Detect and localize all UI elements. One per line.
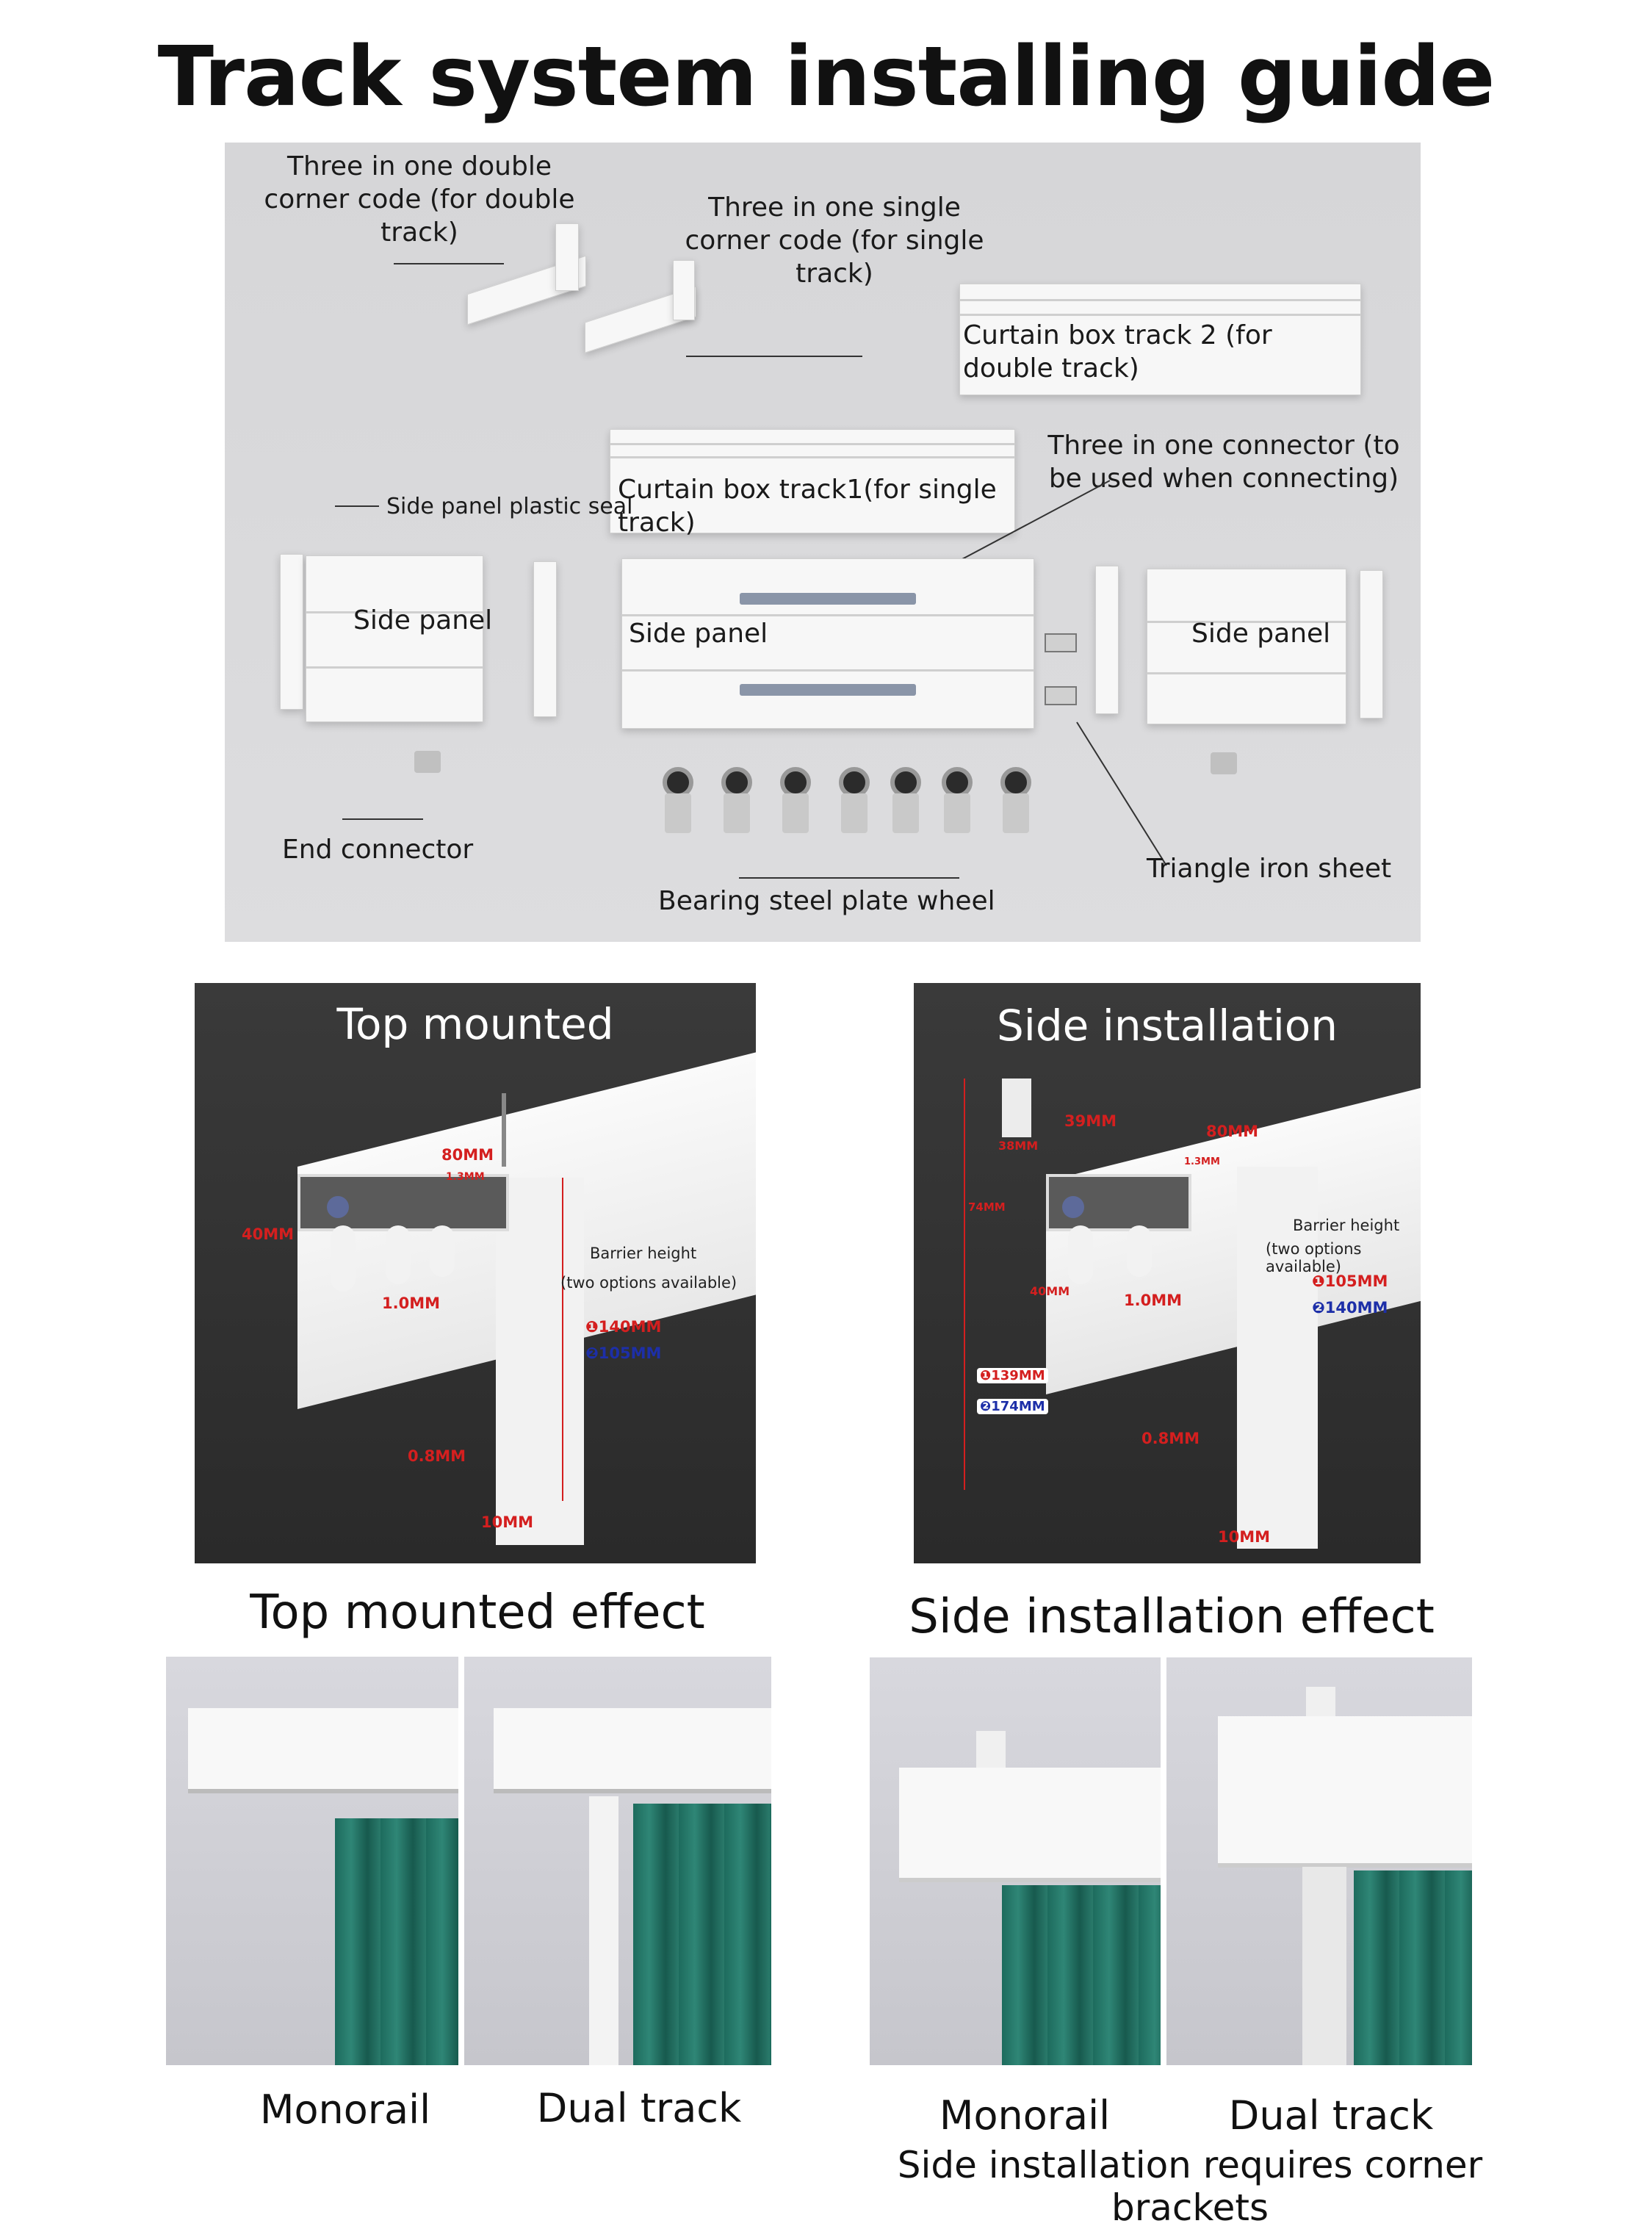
barrier-height-label: Barrier height bbox=[1293, 1217, 1400, 1234]
label-side-panel-middle: Side panel bbox=[629, 619, 768, 649]
top-effect-title: Top mounted effect bbox=[250, 1585, 705, 1640]
label-connector: Three in one connector (to be used when … bbox=[1047, 431, 1400, 494]
caption-top-dual: Dual track bbox=[536, 2085, 742, 2131]
label-end-connector: End connector bbox=[282, 835, 474, 865]
curtain-box-track-1 bbox=[610, 429, 1015, 533]
option-2: ❷140MM bbox=[1312, 1299, 1388, 1317]
side-installation-diagram: Side installation 39MM 80MM 38MM 1.3MM 7… bbox=[914, 983, 1421, 1563]
dim-10mm: 10MM bbox=[481, 1513, 534, 1531]
caption-top-monorail: Monorail bbox=[259, 2086, 431, 2133]
plastic-seal-left bbox=[280, 554, 303, 710]
parts-diagram: Three in one double corner code (for dou… bbox=[225, 143, 1421, 942]
end-connector-icon bbox=[414, 751, 441, 773]
dim-1-3mm: 1.3MM bbox=[1184, 1156, 1220, 1167]
dim-38mm: 38MM bbox=[998, 1139, 1039, 1153]
plastic-seal-mid bbox=[533, 561, 557, 717]
screw-icon bbox=[502, 1093, 506, 1167]
label-side-panel-right: Side panel bbox=[1191, 619, 1331, 649]
corner-bracket-icon bbox=[1002, 1079, 1031, 1137]
label-triangle: Triangle iron sheet bbox=[1147, 854, 1392, 884]
hook-icon bbox=[331, 1225, 356, 1292]
dim-0-8mm: 0.8MM bbox=[408, 1447, 466, 1465]
leader-line bbox=[1076, 721, 1167, 866]
left-dim-line bbox=[964, 1079, 965, 1490]
hook-icon bbox=[1068, 1225, 1093, 1284]
dim-1-3mm: 1.3MM bbox=[446, 1171, 485, 1183]
dim-39mm: 39MM bbox=[1064, 1112, 1117, 1130]
dim-1-0mm: 1.0MM bbox=[382, 1294, 440, 1312]
side-installation-title: Side installation bbox=[996, 1001, 1338, 1051]
track-side-wall bbox=[1237, 1167, 1318, 1549]
wheel-row bbox=[663, 767, 1074, 848]
barrier-options-label: (two options available) bbox=[1266, 1240, 1362, 1275]
leader-line bbox=[342, 818, 423, 820]
hook-icon bbox=[1127, 1225, 1152, 1277]
plastic-seal-far-right bbox=[1360, 570, 1383, 719]
double-corner-bracket bbox=[467, 223, 592, 325]
barrier-options-label: (two options available) bbox=[560, 1274, 737, 1292]
dim-0-8mm: 0.8MM bbox=[1141, 1430, 1200, 1447]
option-2: ❷105MM bbox=[585, 1344, 662, 1362]
dim-1-0mm: 1.0MM bbox=[1124, 1292, 1182, 1309]
label-side-panel-left: Side panel bbox=[353, 605, 493, 635]
triangle-sheet-icon bbox=[1045, 633, 1077, 652]
leader-line bbox=[739, 877, 959, 879]
side-panel-left bbox=[306, 555, 483, 722]
photo-top-monorail bbox=[166, 1657, 458, 2065]
label-wheel: Bearing steel plate wheel bbox=[658, 886, 995, 916]
label-single-corner: Three in one single corner code (for sin… bbox=[685, 192, 984, 289]
photo-side-monorail bbox=[870, 1657, 1161, 2065]
dim-74mm: 74MM bbox=[968, 1200, 1006, 1214]
caption-side-dual: Dual track bbox=[1228, 2092, 1434, 2139]
plastic-seal-right bbox=[1095, 566, 1119, 714]
photo-top-dual bbox=[464, 1657, 771, 2065]
track-side-wall bbox=[496, 1178, 584, 1545]
side-effect-title: Side installation effect bbox=[909, 1590, 1435, 1644]
dim-40mm: 40MM bbox=[1030, 1284, 1070, 1298]
side-panel-middle bbox=[621, 558, 1034, 729]
curtain-box-track-2 bbox=[959, 284, 1361, 395]
option-1: ❶140MM bbox=[585, 1318, 662, 1336]
top-mounted-title: Top mounted bbox=[336, 999, 614, 1049]
end-connector-icon bbox=[1211, 752, 1237, 774]
side-installation-note: Side installation requires corner bracke… bbox=[897, 2144, 1483, 2229]
triangle-sheet-icon bbox=[1045, 686, 1077, 705]
dim-80mm: 80MM bbox=[441, 1146, 494, 1164]
photo-side-dual bbox=[1166, 1657, 1472, 2065]
barrier-height-label: Barrier height bbox=[590, 1245, 697, 1262]
dim-40mm: 40MM bbox=[242, 1225, 295, 1243]
dim-80mm: 80MM bbox=[1206, 1123, 1259, 1140]
wheel-icon bbox=[1062, 1196, 1084, 1218]
leader-line bbox=[335, 505, 379, 507]
side-panel-right bbox=[1147, 569, 1346, 724]
page-title: Track system installing guide bbox=[157, 29, 1496, 125]
single-corner-bracket bbox=[585, 260, 710, 356]
label-double-corner: Three in one double corner code (for dou… bbox=[264, 151, 575, 248]
hook-icon bbox=[386, 1225, 411, 1284]
leader-line bbox=[394, 263, 504, 264]
wheel-icon bbox=[327, 1196, 349, 1218]
dim-10mm: 10MM bbox=[1218, 1528, 1271, 1546]
label-track2: Curtain box track 2 (for double track) bbox=[963, 320, 1272, 383]
top-mounted-diagram: Top mounted 80MM 1.3MM 40MM 1.0MM Barrie… bbox=[195, 983, 756, 1563]
label-plastic-seal: Side panel plastic seal bbox=[386, 494, 633, 519]
leader-line bbox=[686, 356, 862, 357]
caption-side-monorail: Monorail bbox=[939, 2092, 1111, 2139]
left-option-2: ❷174MM bbox=[977, 1399, 1048, 1414]
left-option-1: ❶139MM bbox=[977, 1368, 1048, 1383]
option-1: ❶105MM bbox=[1312, 1272, 1388, 1290]
hook-icon bbox=[430, 1225, 455, 1277]
barrier-dim-line bbox=[562, 1178, 563, 1501]
label-track1: Curtain box track1(for single track) bbox=[618, 475, 997, 538]
